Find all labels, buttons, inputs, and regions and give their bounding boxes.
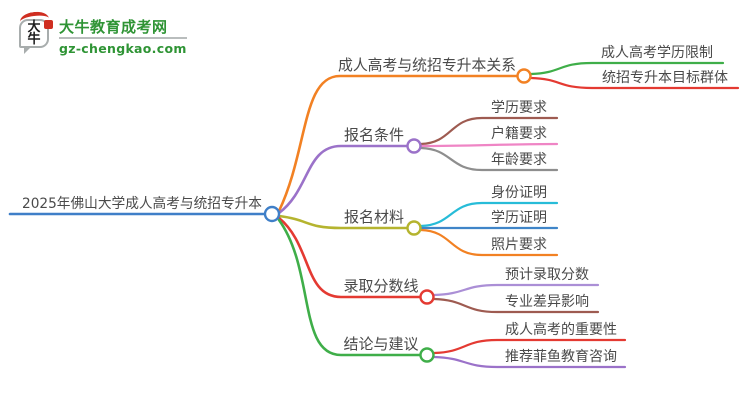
child-label[interactable]: 学历证明 bbox=[491, 210, 547, 226]
child-line bbox=[419, 146, 559, 172]
child-line bbox=[432, 297, 600, 314]
child-label[interactable]: 身份证明 bbox=[491, 185, 547, 201]
child-line bbox=[419, 142, 559, 148]
child-line bbox=[529, 76, 740, 90]
logo-divider bbox=[59, 37, 187, 39]
branch-line bbox=[277, 74, 519, 213]
child-label[interactable]: 推荐菲鱼教育咨询 bbox=[505, 348, 617, 365]
logo-title: 大牛教育成考网 bbox=[59, 18, 168, 36]
child-line bbox=[432, 355, 627, 369]
logo-mark: 大牛 bbox=[18, 10, 54, 57]
child-label[interactable]: 成人高考学历限制 bbox=[601, 44, 713, 61]
branch-handle[interactable] bbox=[419, 347, 435, 363]
logo-mark-text: 大牛 bbox=[27, 19, 41, 47]
branch-label-conclusion[interactable]: 结论与建议 bbox=[343, 335, 418, 353]
child-label[interactable]: 户籍要求 bbox=[491, 125, 547, 142]
child-label[interactable]: 照片要求 bbox=[491, 237, 547, 253]
root-label[interactable]: 2025年佛山大学成人高考与统招专升本 bbox=[22, 195, 262, 212]
branch-label-scores[interactable]: 录取分数线 bbox=[343, 277, 418, 295]
child-line bbox=[419, 228, 559, 257]
branch-line bbox=[277, 216, 422, 299]
branch-label-requirements[interactable]: 报名条件 bbox=[344, 126, 404, 144]
child-line bbox=[432, 338, 627, 355]
branch-line bbox=[277, 218, 422, 357]
child-line bbox=[529, 61, 725, 76]
child-label[interactable]: 预计录取分数 bbox=[505, 267, 589, 283]
logo-domain: gz-chengkao.com bbox=[59, 41, 187, 56]
branch-label-materials[interactable]: 报名材料 bbox=[344, 208, 404, 226]
branch-handle[interactable] bbox=[516, 68, 532, 84]
child-label[interactable]: 学历要求 bbox=[491, 100, 547, 116]
child-label[interactable]: 年龄要求 bbox=[491, 152, 547, 168]
child-line bbox=[419, 116, 559, 146]
logo: 大牛 大牛教育成考网 gz-chengkao.com bbox=[18, 10, 187, 57]
branch-label-relation[interactable]: 成人高考与统招专升本关系 bbox=[338, 56, 516, 74]
child-line bbox=[432, 283, 600, 297]
seal-icon bbox=[44, 20, 53, 29]
branch-handle[interactable] bbox=[419, 289, 435, 305]
branch-handle[interactable] bbox=[406, 220, 422, 236]
logo-text: 大牛教育成考网 gz-chengkao.com bbox=[59, 11, 187, 56]
branch-line bbox=[277, 144, 409, 215]
branch-line bbox=[277, 214, 409, 230]
child-label[interactable]: 专业差异影响 bbox=[505, 294, 589, 310]
branch-handle[interactable] bbox=[406, 138, 422, 154]
child-label[interactable]: 统招专升本目标群体 bbox=[602, 70, 728, 86]
child-line bbox=[419, 201, 559, 228]
bubble-tail-icon bbox=[24, 47, 31, 54]
root-handle[interactable] bbox=[263, 205, 281, 223]
child-label[interactable]: 成人高考的重要性 bbox=[505, 321, 617, 338]
